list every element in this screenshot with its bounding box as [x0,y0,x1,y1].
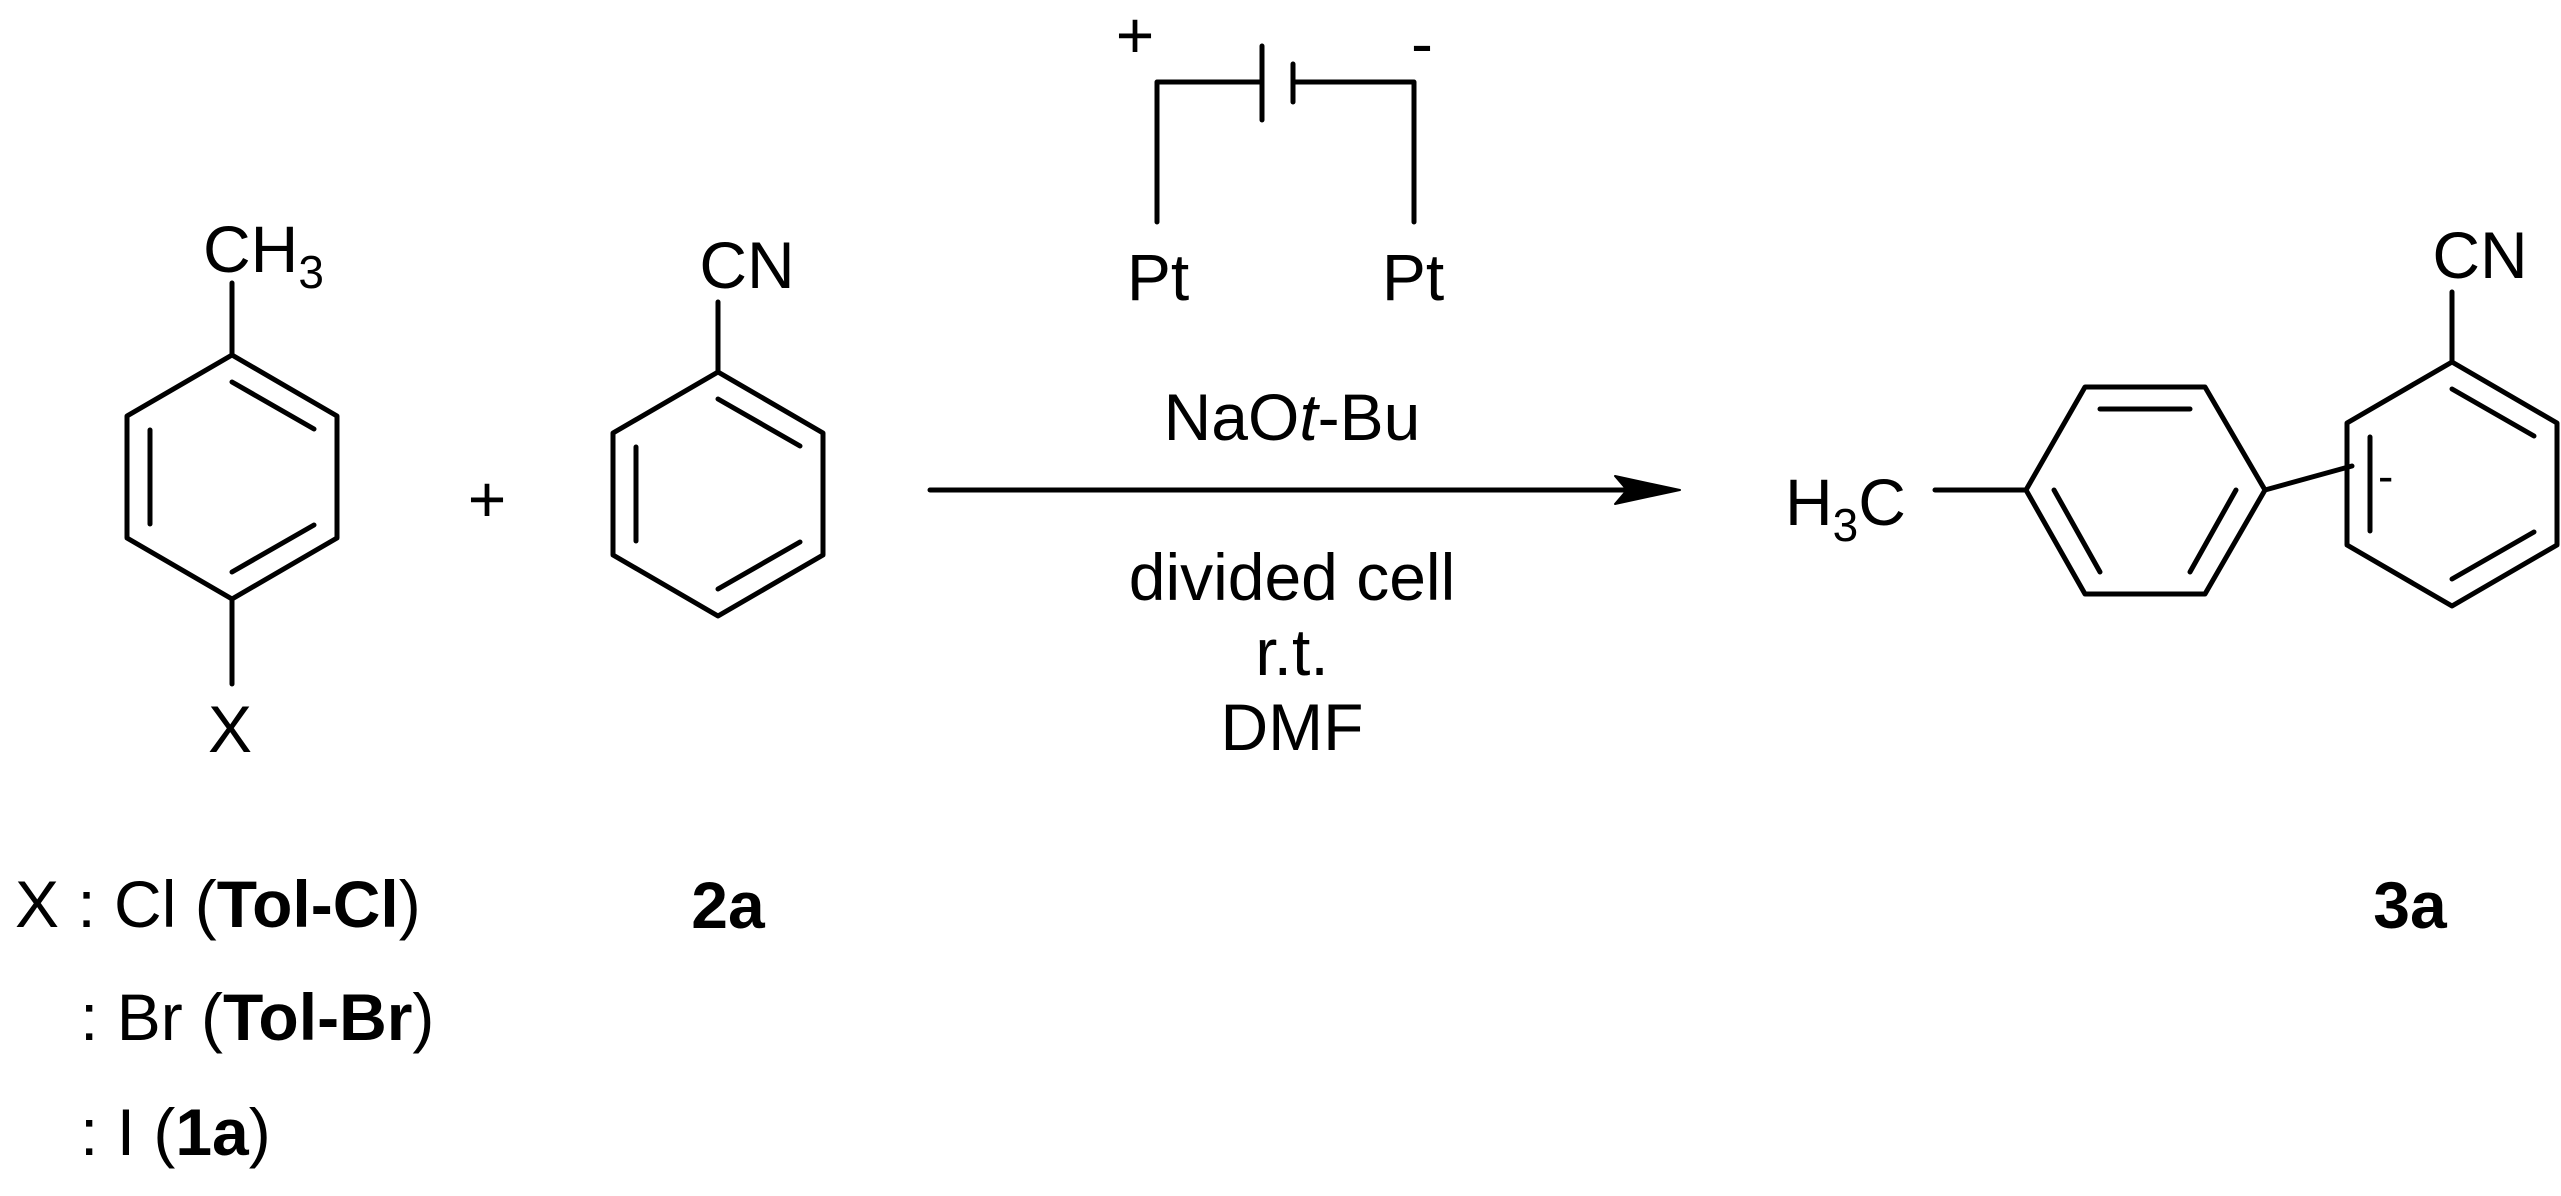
cathode-label: Pt [1382,240,1444,314]
reaction-arrow [927,475,1681,505]
regio-undefined-mark: - [2378,450,2393,502]
product-nitrile-label: CN [2432,218,2527,292]
product-3a: H3C CN - 3a [1785,218,2560,942]
anode-label: Pt [1127,240,1189,314]
compound-2a-id: 2a [691,868,766,942]
cell-type-label: divided cell [1129,540,1456,614]
reaction-conditions: + - Pt Pt NaOt-Bu divided cell r.t. DMF [927,0,1681,764]
product-methyl-label: H3C [1785,465,1906,551]
halogen-option-cl: X : Cl (Tol-Cl) [15,867,421,941]
aryl-aryl-bond [2262,463,2355,493]
tolyl-ring [2023,384,2268,597]
base-label: NaOt-Bu [1164,380,1421,454]
reactant-2-benzonitrile: CN 2a [610,228,826,942]
benzene-ring-1 [124,352,340,602]
halogen-x-label: X [208,692,252,766]
halogen-option-i: : I (1a) [80,1095,271,1169]
electrolysis-circuit: + - Pt Pt [1116,0,1444,314]
temperature-label: r.t. [1255,615,1328,689]
anode-sign: + [1116,0,1155,72]
plus-sign: + [468,462,507,536]
compound-3a-id: 3a [2373,868,2448,942]
anode-wire [1154,79,1265,225]
benzene-ring-2 [610,369,826,619]
halogen-options: X : Cl (Tol-Cl) : Br (Tol-Br) : I (1a) [15,867,434,1169]
benzonitrile-ring [2344,359,2560,609]
methyl-label: CH3 [203,212,324,298]
halogen-option-br: : Br (Tol-Br) [80,980,434,1054]
reactant-1-halotoluene: CH3 X [124,212,340,766]
cathode-wire [1290,79,1417,225]
cathode-sign: - [1411,6,1433,80]
solvent-label: DMF [1221,690,1364,764]
nitrile-label: CN [699,228,794,302]
